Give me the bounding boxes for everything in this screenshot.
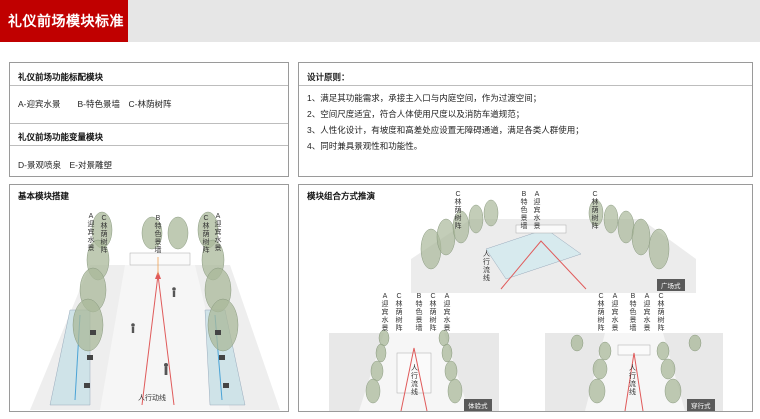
walkway-label: 人行流线 bbox=[411, 365, 418, 396]
label-welcome-water: A迎宾水景 bbox=[643, 293, 651, 332]
basic-title: 基本模块搭建 bbox=[18, 191, 70, 201]
label-tree-array: C林荫树阵 bbox=[100, 215, 108, 254]
walkway-label: 人行流线 bbox=[629, 365, 636, 396]
label-feature-wall: B特色景墙 bbox=[520, 191, 528, 230]
label-tree-array: C林荫树阵 bbox=[395, 293, 403, 332]
basic-module-panel: 基本模块搭建 bbox=[9, 184, 289, 412]
header-bar: 礼仪前场模块标准 bbox=[0, 0, 760, 42]
divider bbox=[299, 85, 752, 86]
label-welcome-water: A迎宾水景 bbox=[214, 213, 222, 252]
variable-modules: D-景观喷泉 E-对景雕塑 bbox=[18, 160, 112, 170]
label-tree-array: C林荫树阵 bbox=[657, 293, 665, 332]
config-panel: 礼仪前场功能标配模块 A-迎宾水景 B-特色景墙 C-林荫树阵 礼仪前场功能变量… bbox=[9, 62, 289, 177]
label-welcome-water: A迎宾水景 bbox=[611, 293, 619, 332]
principle-item: 4、同时兼具景观性和功能性。 bbox=[307, 141, 423, 151]
square-style-tag: 广场式 bbox=[657, 279, 685, 291]
label-welcome-water: A迎宾水景 bbox=[533, 191, 541, 230]
sensory-style-tag: 体验式 bbox=[464, 399, 492, 411]
divider bbox=[10, 85, 288, 86]
sensory-style-svg bbox=[329, 329, 499, 412]
basic-module-illustration: A迎宾水景 C林荫树阵 B特色景墙 C林荫树阵 A迎宾水景 人行动线 bbox=[30, 205, 280, 410]
principles-title: 设计原则： bbox=[307, 72, 350, 82]
square-style-svg bbox=[411, 199, 696, 293]
passing-style-scene: C林荫树阵 A迎宾水景 B特色景墙 A迎宾水景 C林荫树阵 人行流线 穿行式 bbox=[545, 293, 723, 412]
label-feature-wall: B特色景墙 bbox=[629, 293, 637, 332]
label-tree-array: C林荫树阵 bbox=[454, 191, 462, 230]
square-style-scene: C林荫树阵 B特色景墙 A迎宾水景 C林荫树阵 人行流线 广场式 bbox=[411, 189, 696, 293]
principle-item: 2、空间尺度适宜，符合人体使用尺度以及消防车道规范； bbox=[307, 109, 525, 119]
variable-title: 礼仪前场功能变量模块 bbox=[18, 132, 104, 142]
label-welcome-water: A迎宾水景 bbox=[87, 213, 95, 252]
principles-panel: 设计原则： 1、满足其功能需求，承接主入口与内庭空间，作为过渡空间； 2、空间尺… bbox=[298, 62, 753, 177]
walkway-label: 人行动线 bbox=[138, 395, 166, 402]
passing-style-svg bbox=[545, 333, 723, 412]
config-title: 礼仪前场功能标配模块 bbox=[18, 72, 104, 82]
walkway-label: 人行流线 bbox=[483, 251, 490, 282]
label-welcome-water: A迎宾水景 bbox=[381, 293, 389, 332]
label-feature-wall: B特色景墙 bbox=[154, 215, 162, 254]
principle-item: 1、满足其功能需求，承接主入口与内庭空间，作为过渡空间； bbox=[307, 93, 542, 103]
sensory-style-scene: A迎宾水景 C林荫树阵 B特色景墙 C林荫树阵 A迎宾水景 人行流线 体验式 bbox=[329, 293, 499, 412]
page-title: 礼仪前场模块标准 bbox=[0, 0, 128, 42]
label-feature-wall: B特色景墙 bbox=[415, 293, 423, 332]
combo-title: 模块组合方式推演 bbox=[307, 191, 376, 201]
divider bbox=[10, 123, 288, 124]
divider bbox=[10, 145, 288, 146]
basic-plan-svg bbox=[30, 211, 280, 410]
label-tree-array: C林荫树阵 bbox=[597, 293, 605, 332]
label-welcome-water: A迎宾水景 bbox=[443, 293, 451, 332]
standard-modules: A-迎宾水景 B-特色景墙 C-林荫树阵 bbox=[18, 99, 172, 109]
label-tree-array: C林荫树阵 bbox=[429, 293, 437, 332]
label-tree-array: C林荫树阵 bbox=[591, 191, 599, 230]
passing-style-tag: 穿行式 bbox=[687, 399, 715, 411]
principle-item: 3、人性化设计，有坡度和高差处应设置无障碍通道，满足各类人群使用； bbox=[307, 125, 584, 135]
combination-panel: 模块组合方式推演 C林荫树阵 B特色景墙 A迎宾水景 C林荫树阵 人行流线 广场… bbox=[298, 184, 753, 412]
label-tree-array: C林荫树阵 bbox=[202, 215, 210, 254]
